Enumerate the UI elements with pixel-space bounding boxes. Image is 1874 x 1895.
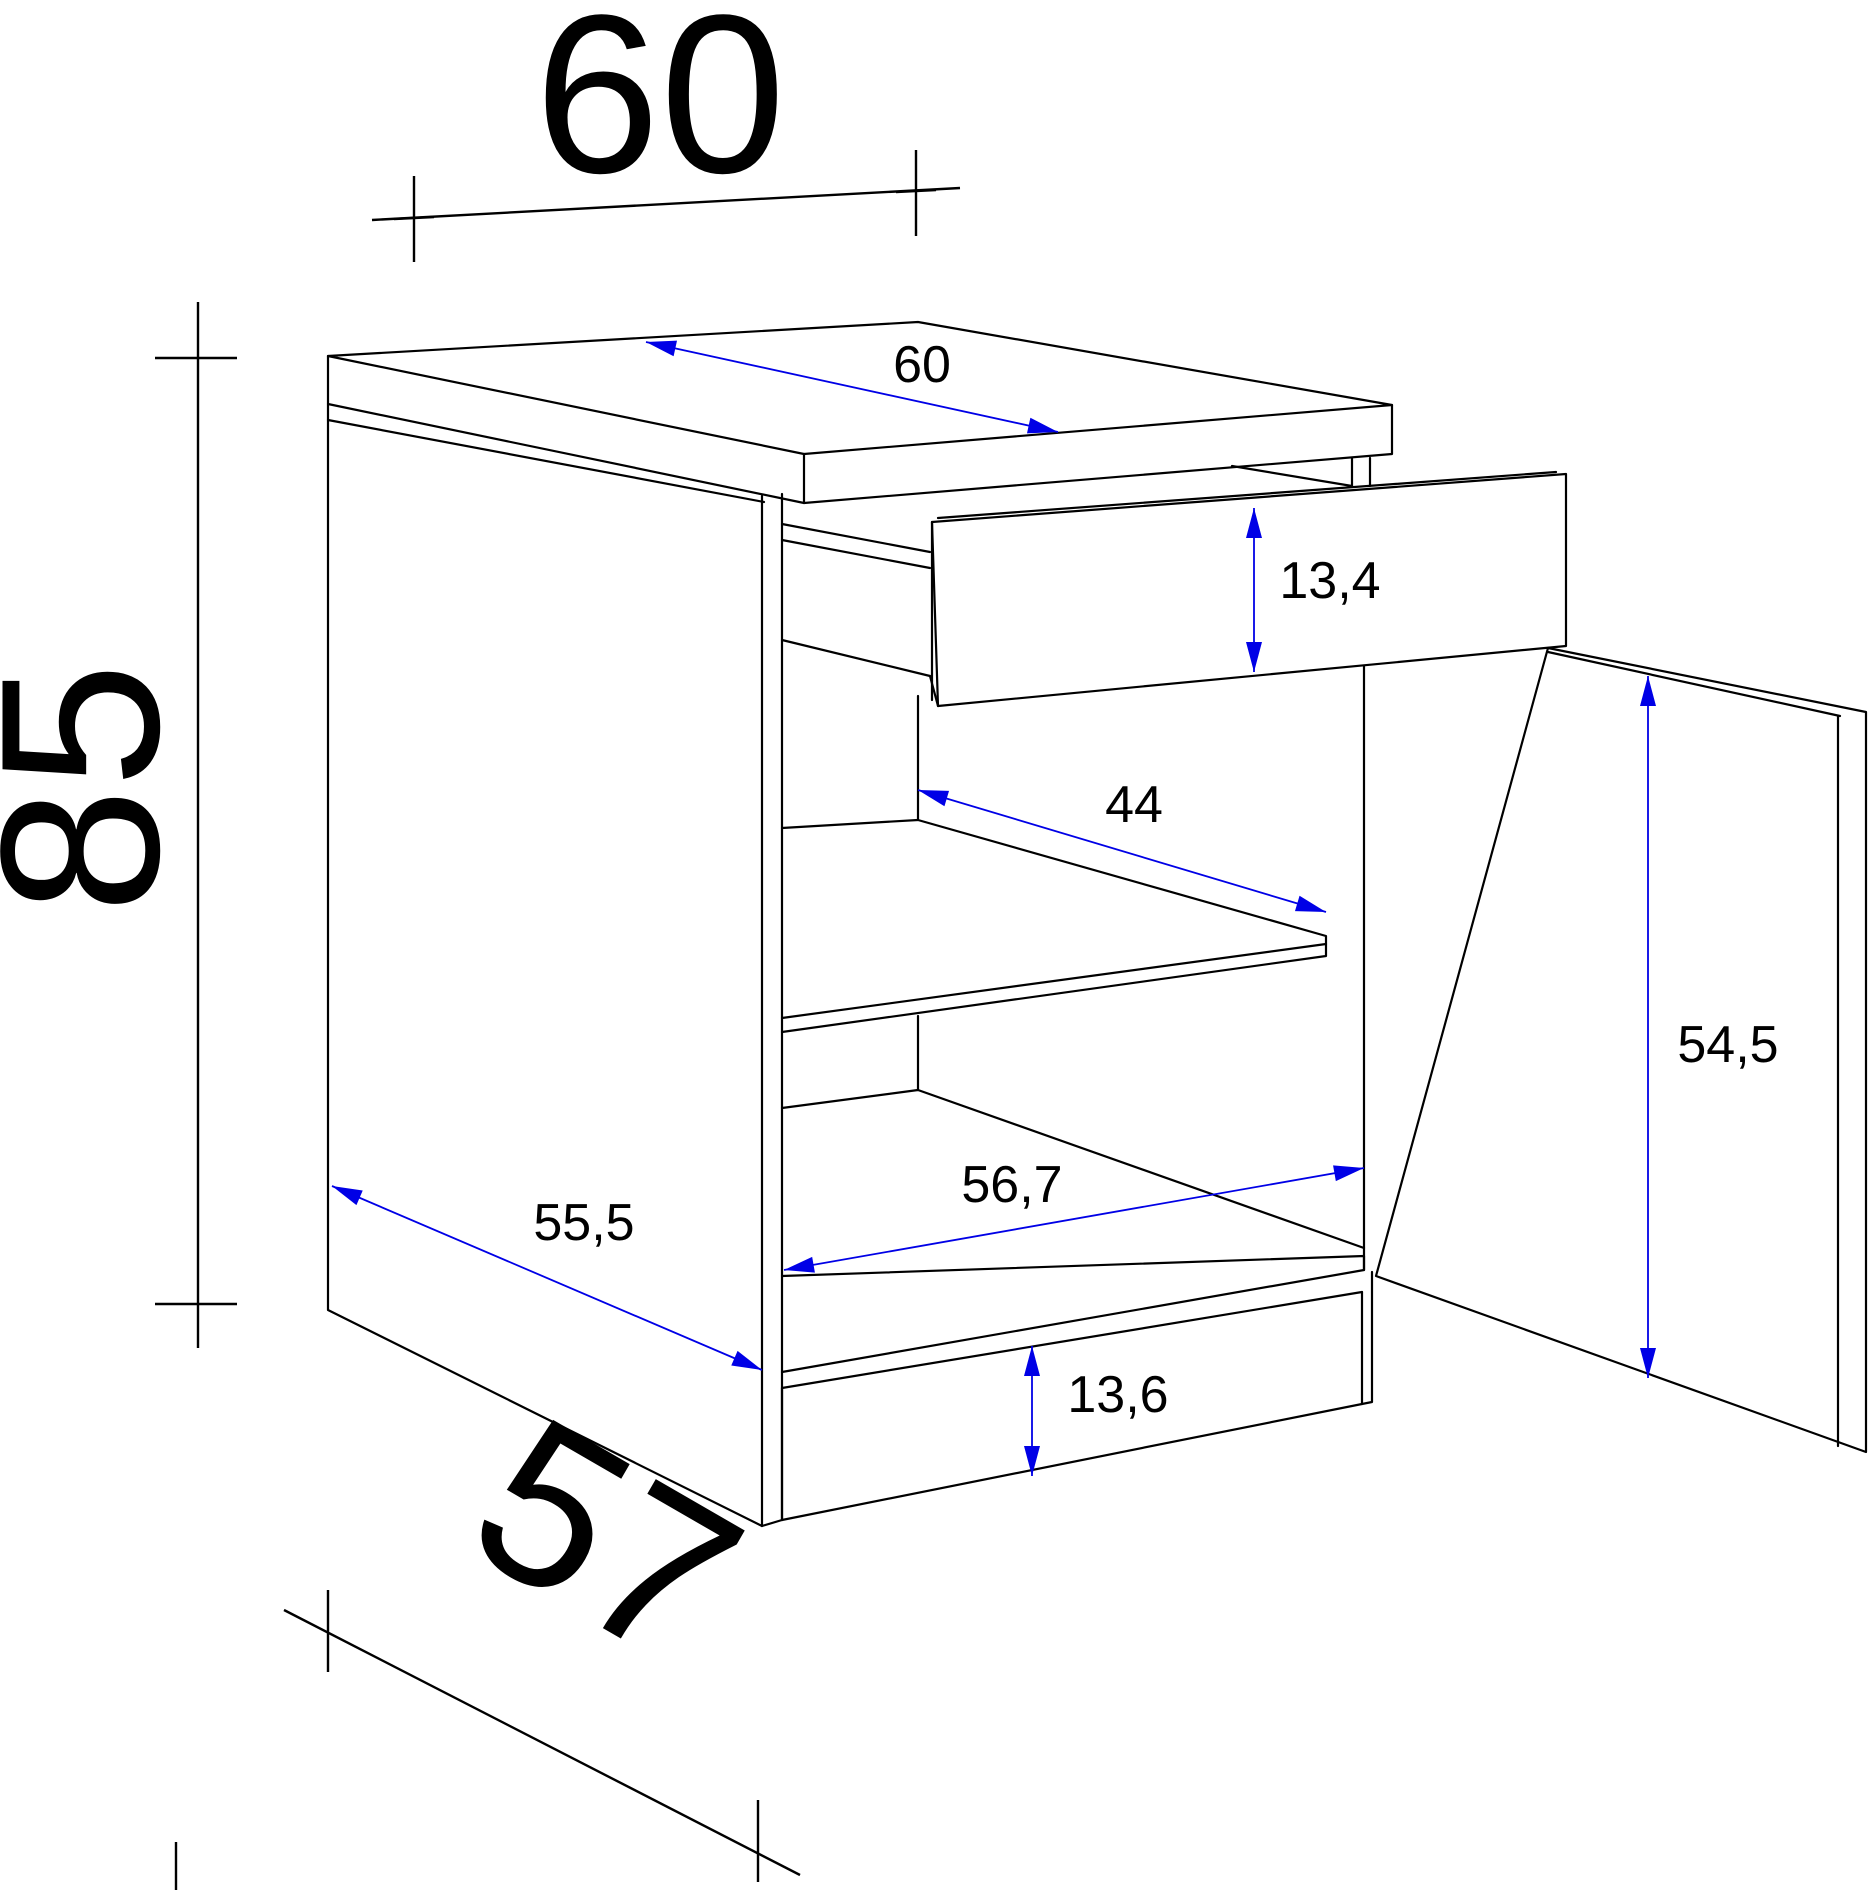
depth-label: 57 bbox=[435, 1368, 779, 1713]
width-dimension-line bbox=[371, 150, 961, 262]
plinth-height-arrow bbox=[1024, 1346, 1040, 1476]
cabinet-body bbox=[326, 320, 1394, 1528]
side-depth-arrow-shaft bbox=[331, 1185, 763, 1371]
drawer bbox=[928, 470, 1568, 708]
inner-width-arrow-head-end bbox=[1333, 1165, 1364, 1182]
side-depth-label: 55,5 bbox=[533, 1194, 634, 1252]
top-width-arrow bbox=[645, 340, 1059, 434]
shelf-depth-arrow-head-end bbox=[1294, 895, 1326, 912]
door-height-label: 54,5 bbox=[1677, 1016, 1778, 1074]
top-width-label: 60 bbox=[893, 336, 951, 394]
plinth-height-arrow-head-start bbox=[1024, 1346, 1040, 1376]
drawer-height-arrow-head-end bbox=[1246, 642, 1262, 672]
inner-width-arrow bbox=[783, 1165, 1365, 1273]
height-dimension-line bbox=[155, 302, 237, 1348]
plinth-height-arrow-head-end bbox=[1024, 1446, 1040, 1476]
width-label: 60 bbox=[534, 0, 785, 220]
top-width-arrow-head-start bbox=[646, 340, 678, 357]
shelf-depth-arrow bbox=[917, 789, 1327, 913]
shelf-depth-label: 44 bbox=[1105, 776, 1163, 834]
shelf-depth-arrow-head-start bbox=[918, 790, 950, 807]
door bbox=[1374, 646, 1868, 1454]
inner-width-arrow-shaft bbox=[783, 1167, 1365, 1271]
side-depth-arrow-head-start bbox=[332, 1186, 363, 1206]
drawer-height-label: 13,4 bbox=[1279, 552, 1380, 610]
depth-dimension-line bbox=[174, 1590, 801, 1890]
door-height-arrow bbox=[1640, 676, 1656, 1378]
plinth-height-label: 13,6 bbox=[1067, 1366, 1168, 1424]
inner-width-label: 56,7 bbox=[961, 1156, 1062, 1214]
door-height-arrow-head-start bbox=[1640, 676, 1656, 706]
drawer-height-arrow-head-start bbox=[1246, 508, 1262, 538]
inner-dimension-arrows bbox=[331, 340, 1656, 1476]
height-label: 85 bbox=[0, 662, 206, 913]
inner-width-arrow-head-start bbox=[784, 1256, 815, 1273]
shelf-depth-arrow-shaft bbox=[917, 789, 1327, 913]
door-height-arrow-head-end bbox=[1640, 1348, 1656, 1378]
side-depth-arrow bbox=[331, 1185, 763, 1371]
top-width-arrow-shaft bbox=[645, 341, 1059, 433]
drawer-height-arrow bbox=[1246, 508, 1262, 672]
top-width-arrow-head-end bbox=[1026, 417, 1058, 434]
side-depth-arrow-head-end bbox=[731, 1350, 762, 1370]
